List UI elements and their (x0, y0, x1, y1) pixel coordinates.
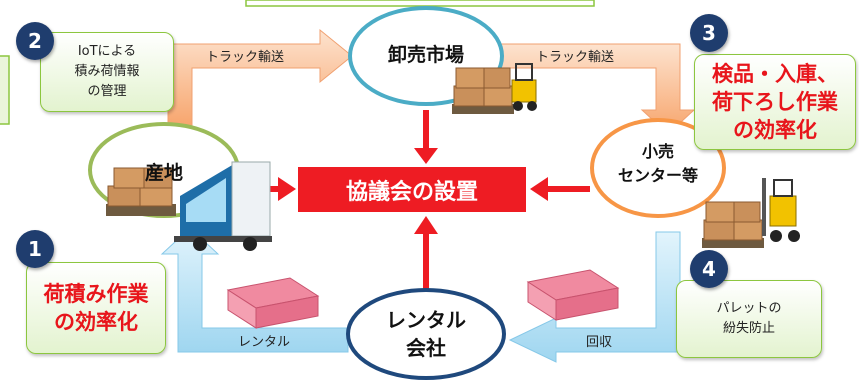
flow-arrow-truck-1 (167, 28, 353, 129)
arrow-label-rental: レンタル (238, 335, 291, 350)
node-rental: レンタル 会社 (386, 308, 466, 360)
step-1-box: 荷積み作業 の効率化 (26, 262, 166, 354)
node-origin: 産地 (144, 162, 183, 184)
node-wholesale: 卸売市場 (387, 44, 464, 66)
pallet-left-icon (226, 277, 320, 329)
step-4-badge: 4 (690, 250, 728, 288)
arrow-label-collect: 回収 (586, 335, 613, 350)
truck-icon (174, 161, 272, 251)
arrow-label-truck-2: トラック輸送 (536, 50, 615, 65)
step-2-box: IoTによる 積み荷情報 の管理 (40, 32, 174, 112)
boxes-retail-icon (702, 178, 800, 248)
step-2-badge: 2 (16, 22, 54, 60)
rental-ellipse (346, 288, 506, 380)
boxes-wholesale-icon (452, 63, 537, 114)
step-4-box: パレットの 紛失防止 (676, 280, 822, 358)
step-1-badge: 1 (16, 230, 54, 268)
boxes-origin-icon (106, 167, 176, 216)
pallet-right-icon (526, 269, 620, 321)
retail-ellipse (590, 118, 726, 218)
step-3-badge: 3 (690, 14, 728, 52)
council-box: 協議会の設置 (298, 167, 526, 212)
step-3-box: 検品・入庫、 荷下ろし作業 の効率化 (694, 54, 856, 150)
node-retail: 小売 センター等 (617, 142, 698, 185)
arrow-label-truck-1: トラック輸送 (206, 50, 285, 65)
